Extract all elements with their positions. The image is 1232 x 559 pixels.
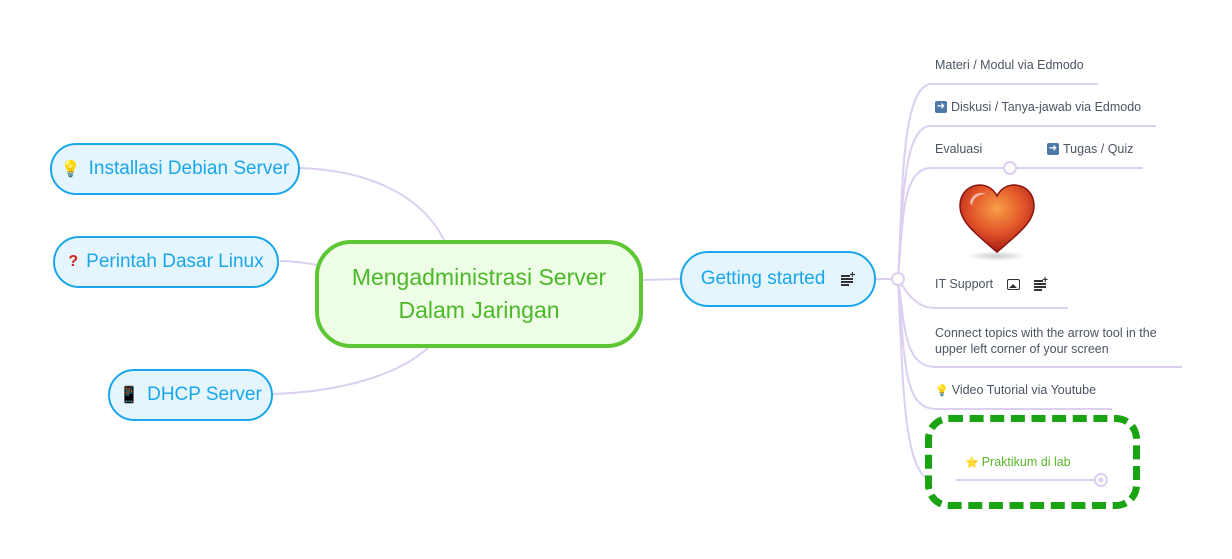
notes-icon[interactable]: + [1034, 275, 1048, 291]
subtopic-connect-topics[interactable]: Connect topics with the arrow tool in th… [935, 325, 1157, 357]
central-topic-line2: Dalam Jaringan [398, 297, 560, 323]
subtopic-label: Video Tutorial via Youtube [951, 383, 1097, 397]
topic-label: Perintah Dasar Linux [86, 251, 264, 272]
notes-icon[interactable]: + [841, 270, 855, 286]
subtopic-label: Tugas / Quiz [1063, 142, 1134, 156]
topic-label: DHCP Server [147, 384, 262, 405]
subtopic-it-support[interactable]: IT Support + [935, 275, 1048, 291]
heart-image[interactable] [956, 182, 1038, 264]
subtopic-evaluasi[interactable]: Evaluasi [935, 142, 982, 156]
subtopic-label: Evaluasi [935, 142, 983, 156]
subtopic-label: IT Support [935, 277, 994, 291]
central-topic[interactable]: Mengadministrasi Server Dalam Jaringan [315, 240, 643, 348]
subtopic-tugas-quiz[interactable]: ➜ Tugas / Quiz [1047, 142, 1133, 156]
subtopic-praktikum[interactable]: ⭐ Praktikum di lab [965, 455, 1071, 469]
topic-label: Getting started [700, 268, 826, 289]
topic-getting-started[interactable]: Getting started + [680, 251, 876, 307]
star-icon: ⭐ [965, 456, 979, 469]
lightbulb-icon: 💡 [935, 384, 949, 397]
boundary-praktikum[interactable] [925, 415, 1140, 509]
subtopic-label-line1: Connect topics with the arrow tool in th… [935, 326, 1157, 340]
topic-perintah-dasar-linux[interactable]: ? Perintah Dasar Linux [53, 236, 279, 288]
topic-dhcp-server[interactable]: 📱 DHCP Server [108, 369, 273, 421]
subtopic-label: Praktikum di lab [981, 455, 1071, 469]
subtopic-video-tutorial[interactable]: 💡 Video Tutorial via Youtube [935, 383, 1096, 397]
central-topic-line1: Mengadministrasi Server [351, 264, 607, 290]
topic-label: Installasi Debian Server [88, 158, 290, 179]
subtopic-label: Materi / Modul via Edmodo [935, 58, 1084, 72]
question-icon: ? [68, 253, 79, 270]
image-icon[interactable] [1007, 278, 1021, 290]
lightbulb-icon: 💡 [60, 161, 81, 178]
topic-installasi-debian-server[interactable]: 💡 Installasi Debian Server [50, 143, 300, 195]
subtopic-label: Diskusi / Tanya-jawab via Edmodo [951, 100, 1142, 114]
arrow-right-icon: ➜ [1047, 143, 1059, 155]
mobile-phone-icon: 📱 [119, 387, 140, 404]
subtopic-label-line2: upper left corner of your screen [935, 342, 1109, 356]
arrow-right-icon: ➜ [935, 101, 947, 113]
subtopic-diskusi[interactable]: ➜ Diskusi / Tanya-jawab via Edmodo [935, 100, 1141, 114]
subtopic-materi-modul[interactable]: Materi / Modul via Edmodo [935, 58, 1084, 72]
